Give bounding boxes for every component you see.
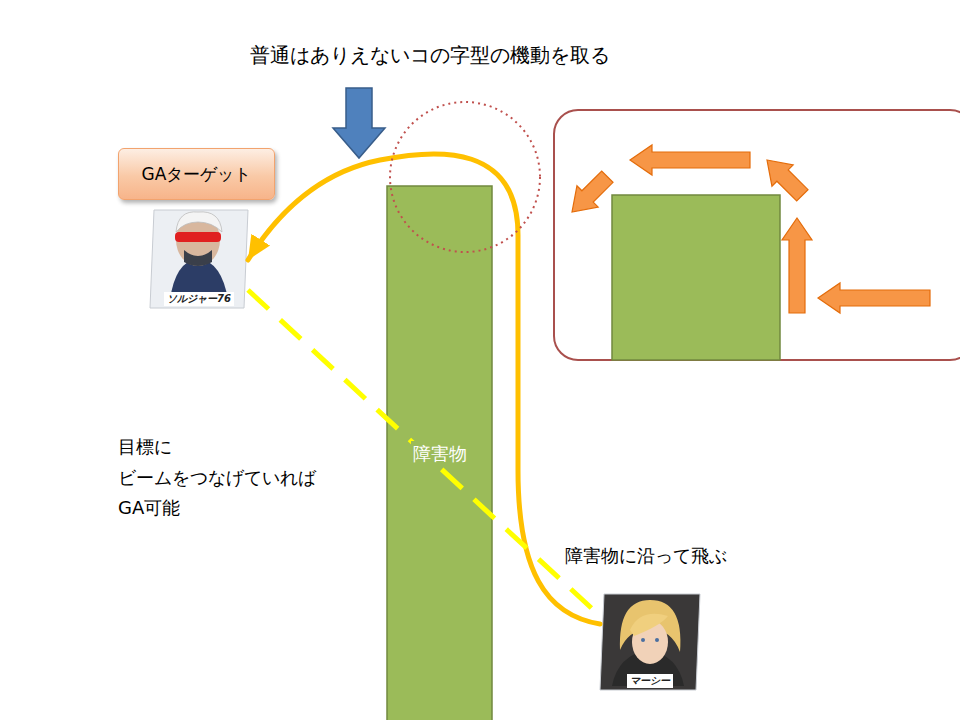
hero-card: マーシー — [600, 594, 700, 690]
inset-frame — [554, 110, 960, 360]
soldier-portrait — [150, 210, 248, 308]
inset-block — [612, 195, 780, 360]
obstacle-shape — [387, 186, 492, 720]
node-text: ソルジャー76 — [164, 292, 234, 306]
note-label: 障害物に沿って飛ぶ — [565, 544, 727, 568]
dotted-circle — [390, 102, 540, 252]
down-arrow — [333, 88, 385, 158]
note-label: 目標に ビームをつなげていれば GA可能 — [118, 432, 358, 524]
hero-card: ソルジャー76 — [150, 210, 248, 308]
node-text: 障害物 — [411, 441, 469, 467]
orange-arrows — [561, 145, 930, 313]
beam-line — [248, 290, 600, 616]
target-box: GAターゲット — [118, 148, 275, 200]
mercy-portrait — [600, 594, 700, 690]
flight-path — [248, 154, 600, 624]
title-text: 普通はありえないコの字型の機動を取る — [250, 42, 610, 69]
node-text: GAターゲット — [142, 163, 252, 186]
obstacle-box: 障害物 — [387, 186, 492, 720]
node-text: マーシー — [627, 674, 673, 688]
